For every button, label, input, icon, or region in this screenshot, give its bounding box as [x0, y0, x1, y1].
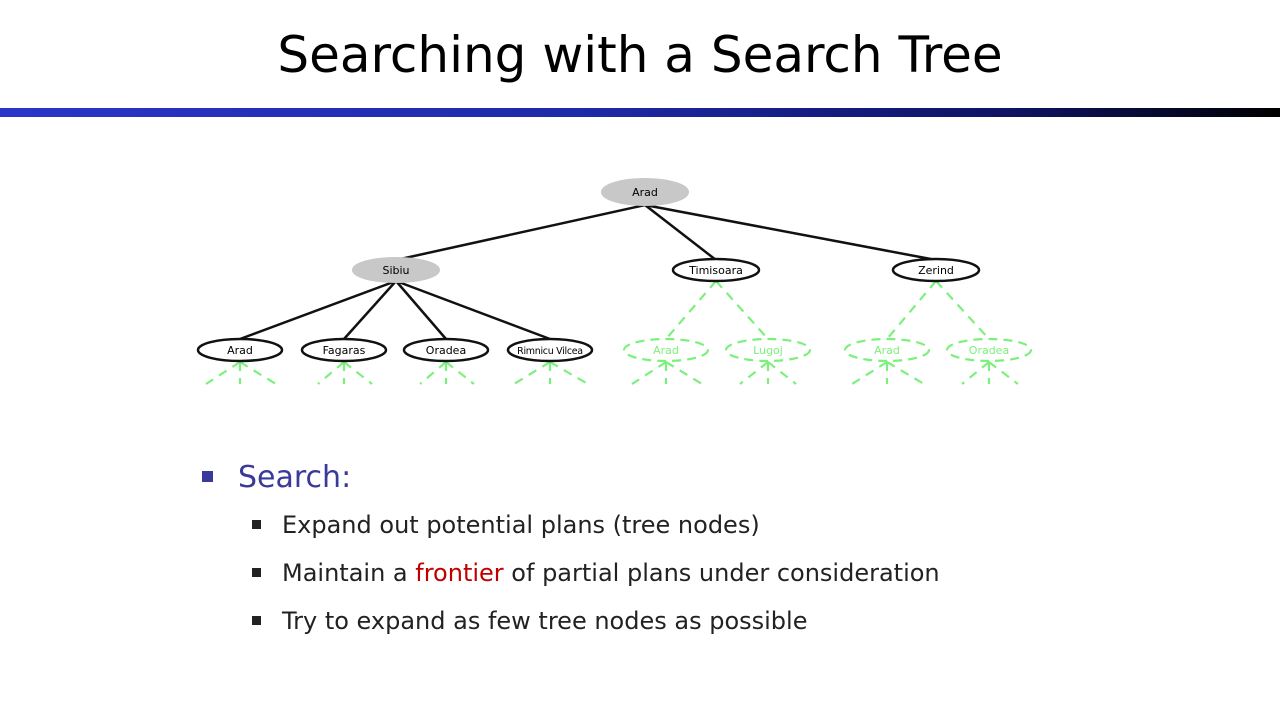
edge-arad-sibiu	[395, 203, 646, 262]
highlight-frontier: frontier	[415, 559, 504, 587]
svg-text:Rimnicu Vilcea: Rimnicu Vilcea	[517, 346, 583, 357]
node-rimnicu-vilcea: Rimnicu Vilcea	[506, 337, 594, 363]
edge-zerind-arad	[886, 280, 937, 340]
bullet-text: of partial plans under consideration	[503, 559, 940, 587]
square-bullet-icon	[252, 568, 261, 577]
svg-text:Lugoj: Lugoj	[753, 344, 783, 357]
svg-text:Arad: Arad	[632, 186, 658, 199]
leaf-stubs-zerind-arad	[851, 361, 925, 385]
node-oradea: Oradea	[402, 337, 490, 363]
page-title: Searching with a Search Tree	[277, 26, 1003, 84]
edge-timisoara-lugoj	[715, 280, 769, 340]
svg-text:Zerind: Zerind	[918, 264, 954, 277]
node-timisoara: Timisoara	[671, 257, 761, 283]
edge-sibiu-oradea	[395, 280, 447, 340]
leaf-stubs-rimnicu	[513, 361, 589, 385]
svg-text:Arad: Arad	[874, 344, 900, 357]
node-root-arad: Arad	[601, 178, 689, 206]
node-sibiu: Sibiu	[352, 257, 440, 283]
bullet-text: Maintain a	[282, 559, 416, 587]
leaf-stubs-timisoara-arad	[631, 361, 703, 385]
bullet-text: Expand out potential plans (tree nodes)	[282, 511, 760, 539]
svg-text:Timisoara: Timisoara	[688, 264, 743, 277]
edge-arad-timisoara	[644, 204, 717, 261]
bullet-text: Try to expand as few tree nodes as possi…	[282, 607, 808, 635]
title-underline-bar	[0, 108, 1280, 117]
square-bullet-icon	[252, 520, 261, 529]
node-zerind-arad: Arad	[843, 337, 931, 363]
node-timisoara-arad: Arad	[622, 337, 710, 363]
edge-sibiu-fagaras	[343, 280, 397, 340]
svg-text:Oradea: Oradea	[426, 344, 466, 357]
edge-sibiu-rimnicu	[395, 279, 551, 341]
edge-sibiu-arad	[239, 279, 397, 341]
svg-text:Oradea: Oradea	[969, 344, 1009, 357]
svg-text:Arad: Arad	[227, 344, 253, 357]
edge-arad-zerind	[644, 203, 937, 262]
leaf-stubs-zerind-oradea	[961, 361, 1019, 385]
leaf-stubs-fagaras	[317, 361, 373, 385]
bullet-heading-text: Search:	[238, 460, 352, 495]
bullet-list: Search: Expand out potential plans (tree…	[202, 455, 940, 645]
node-fagaras: Fagaras	[300, 337, 388, 363]
svg-text:Arad: Arad	[653, 344, 679, 357]
square-bullet-icon	[202, 471, 213, 482]
node-sibiu-arad: Arad	[196, 337, 284, 363]
edge-timisoara-arad	[665, 280, 717, 340]
node-zerind-oradea: Oradea	[945, 337, 1033, 363]
svg-text:Sibiu: Sibiu	[382, 264, 409, 277]
edge-zerind-oradea	[935, 280, 990, 340]
leaf-stubs-sibiu-arad	[205, 361, 277, 385]
svg-text:Fagaras: Fagaras	[323, 344, 366, 357]
node-lugoj: Lugoj	[724, 337, 812, 363]
leaf-stubs-lugoj	[739, 361, 797, 385]
square-bullet-icon	[252, 616, 261, 625]
leaf-stubs-oradea	[419, 361, 475, 385]
node-zerind: Zerind	[891, 257, 981, 283]
bullet-heading: Search:	[202, 455, 351, 501]
